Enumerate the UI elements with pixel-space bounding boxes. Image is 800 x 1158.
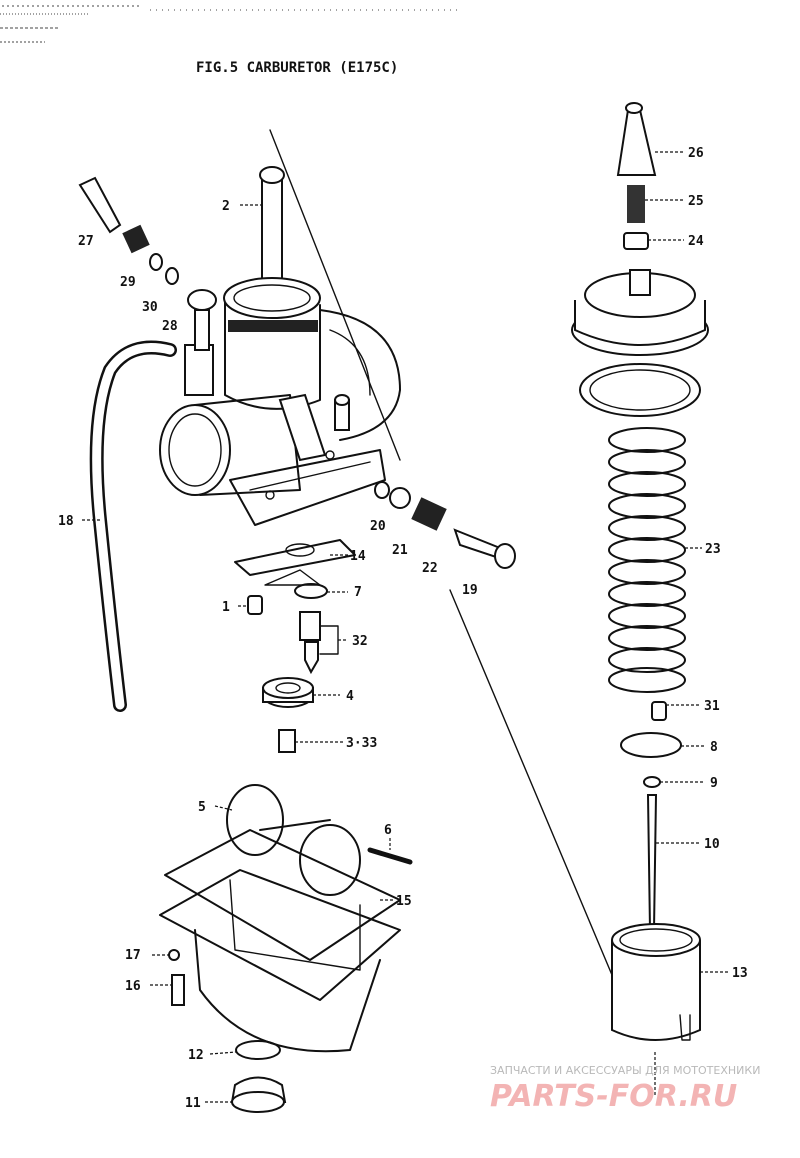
callout-29: 29 (120, 275, 136, 290)
callout-2: 2 (222, 199, 230, 214)
leader-lines (80, 151, 728, 1103)
callout-27: 27 (78, 234, 94, 249)
carburetor-body (159, 129, 401, 526)
callout-26: 26 (688, 146, 704, 161)
callout-13: 13 (732, 966, 748, 981)
callout-1: 1 (222, 600, 230, 615)
callout-22: 22 (422, 561, 438, 576)
callout-14: 14 (350, 549, 366, 564)
drain-plug (230, 1040, 287, 1113)
jets-and-valve (247, 595, 321, 753)
watermark-brand: PARTS-FOR.RU (490, 1079, 737, 1114)
callout-9: 9 (710, 776, 718, 791)
figure-title: FIG.5 CARBURETOR (E175C) (196, 60, 398, 76)
callout-25: 25 (688, 194, 704, 209)
fuel-hose (89, 340, 177, 712)
callout-31: 31 (704, 699, 720, 714)
float-assembly (226, 784, 413, 896)
callout-21: 21 (392, 543, 408, 558)
callout-8: 8 (710, 740, 718, 755)
pilot-screw-parts (78, 176, 179, 285)
callout-24: 24 (688, 234, 704, 249)
callout-6: 6 (384, 823, 392, 838)
air-screw-parts (374, 481, 516, 569)
callout-10: 10 (704, 837, 720, 852)
callout-17: 17 (125, 948, 141, 963)
callout-11: 11 (185, 1096, 201, 1111)
throttle-assembly (449, 102, 709, 1095)
callout-5: 5 (198, 800, 206, 815)
callout-19: 19 (462, 583, 478, 598)
callout-18: 18 (58, 514, 74, 529)
callout-7: 7 (354, 585, 362, 600)
gasket-and-oring (234, 539, 356, 599)
watermark-tagline: ЗАПЧАСТИ И АКСЕССУАРЫ ДЛЯ МОТОТЕХНИКИ (490, 1064, 760, 1077)
callout-16: 16 (125, 979, 141, 994)
float-chamber (159, 829, 401, 1053)
callout-labels: 2 27 29 30 28 18 20 21 22 19 14 7 1 32 4… (58, 146, 748, 1111)
callout-15: 15 (396, 894, 412, 909)
spring (608, 427, 686, 693)
watermark: ЗАПЧАСТИ И АКСЕССУАРЫ ДЛЯ МОТОТЕХНИКИ PA… (490, 1064, 760, 1114)
callout-4: 4 (346, 689, 354, 704)
callout-3-33: 3·33 (346, 736, 377, 751)
callout-23: 23 (705, 542, 721, 557)
callout-30: 30 (142, 300, 158, 315)
callout-28: 28 (162, 319, 178, 334)
callout-20: 20 (370, 519, 386, 534)
scan-noise (0, 5, 460, 43)
callout-12: 12 (188, 1048, 204, 1063)
callout-32: 32 (352, 634, 368, 649)
